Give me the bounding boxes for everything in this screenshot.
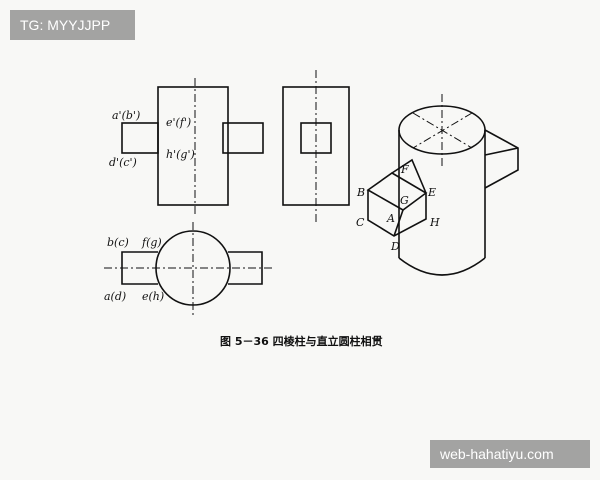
prism-top-right [228, 251, 263, 285]
label-iso-D: D [390, 240, 400, 253]
label-iso-B: B [356, 186, 365, 199]
label-front-d: d'(c') [109, 156, 137, 169]
label-top-b: b(c) [107, 236, 129, 249]
label-iso-G: G [400, 194, 409, 207]
isometric-view [366, 94, 519, 276]
label-front-h: h'(g') [166, 148, 195, 161]
side-view [282, 70, 350, 222]
label-iso-H: H [429, 216, 440, 229]
label-iso-A: A [386, 212, 395, 225]
prism-section-square [300, 122, 332, 154]
prism-right-edge [484, 147, 519, 156]
label-front-e: e'(f') [166, 116, 191, 129]
prism-left-stub [121, 122, 159, 154]
label-iso-F: F [400, 163, 409, 176]
label-iso-C: C [356, 216, 365, 229]
label-top-e: e(h) [142, 290, 164, 303]
prism-front-edge [393, 209, 404, 237]
prism-right-stub [222, 122, 264, 154]
prism-right-outer [484, 129, 519, 189]
watermark-top-left: TG: MYYJJPP [10, 10, 135, 40]
label-front-a: a'(b') [112, 109, 140, 122]
top-view [104, 222, 272, 318]
label-top-f: f(g) [141, 236, 162, 249]
cylinder-bottom-arc [398, 257, 486, 276]
figure-caption: 图 5－36 四棱柱与直立圆柱相贯 [220, 334, 383, 348]
label-iso-E: E [427, 186, 436, 199]
watermark-bottom-right: web-hahatiyu.com [430, 440, 590, 468]
cylinder-front-outline [157, 86, 229, 206]
prism-intersection-top [391, 158, 427, 194]
prism-end-face [366, 172, 428, 211]
label-top-a: a(d) [104, 290, 126, 303]
front-view [121, 78, 264, 215]
